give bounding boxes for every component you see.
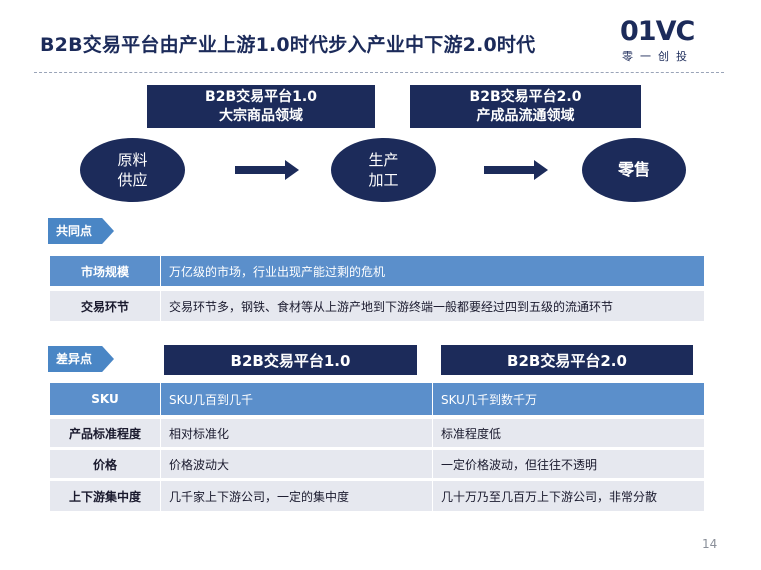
stage-2-line2: 加工: [368, 171, 399, 189]
diff-row-price: 价格 价格波动大 一定价格波动，但往往不透明: [50, 450, 704, 478]
row-value-2: 标准程度低: [432, 419, 704, 447]
row-value-2: SKU几千到数千万: [432, 383, 704, 415]
row-value: 交易环节多，钢铁、食材等从上游产地到下游终端一般都要经过四到五级的流通环节: [160, 291, 704, 321]
row-label: SKU: [91, 392, 119, 406]
row-value-1: 价格波动大: [160, 450, 432, 478]
arrow-right-icon: [235, 160, 299, 180]
era-2-title: B2B交易平台2.0: [469, 89, 582, 105]
row-label: 市场规模: [80, 264, 129, 279]
common-row-market-size: 市场规模 万亿级的市场，行业出现产能过剩的危机: [50, 256, 704, 286]
diff-row-standardization: 产品标准程度 相对标准化 标准程度低: [50, 419, 704, 447]
page-number: 14: [702, 537, 718, 551]
diff-row-sku: SKU SKU几百到几千 SKU几千到数千万: [50, 383, 704, 415]
column-header-platform-2: B2B交易平台2.0: [441, 345, 693, 375]
stage-3-line1: 零售: [617, 160, 650, 179]
common-row-trade-steps: 交易环节 交易环节多，钢铁、食材等从上游产地到下游终端一般都要经过四到五级的流通…: [50, 291, 704, 321]
row-label: 上下游集中度: [68, 489, 141, 504]
row-value-2: 几十万乃至几百万上下游公司，非常分散: [432, 481, 704, 511]
stage-production: 生产 加工: [331, 138, 436, 202]
era-1-title: B2B交易平台1.0: [205, 89, 317, 105]
era-box-1: B2B交易平台1.0 大宗商品领域: [147, 85, 375, 128]
stage-retail: 零售: [582, 138, 686, 202]
row-value-2: 一定价格波动，但往往不透明: [432, 450, 704, 478]
slide-title: B2B交易平台由产业上游1.0时代步入产业中下游2.0时代: [40, 34, 536, 56]
row-label: 价格: [92, 457, 117, 472]
stage-raw-supply: 原料 供应: [80, 138, 185, 202]
stage-1-line1: 原料: [117, 151, 148, 169]
title-divider: [34, 72, 724, 73]
column-header-platform-1: B2B交易平台1.0: [164, 345, 417, 375]
era-box-2: B2B交易平台2.0 产成品流通领域: [410, 85, 641, 128]
stage-2-line1: 生产: [368, 151, 399, 169]
differences-tag: 差异点: [48, 346, 114, 372]
row-label: 产品标准程度: [68, 426, 141, 441]
stage-1-line2: 供应: [117, 171, 148, 189]
row-value-1: 相对标准化: [160, 419, 432, 447]
row-value-1: 几千家上下游公司，一定的集中度: [160, 481, 432, 511]
row-value-1: SKU几百到几千: [160, 383, 432, 415]
row-value: 万亿级的市场，行业出现产能过剩的危机: [160, 256, 704, 286]
logo: 01VC 零一创投: [620, 16, 720, 66]
arrow-right-icon: [484, 160, 548, 180]
common-points-tag: 共同点: [48, 218, 114, 244]
row-label: 交易环节: [80, 299, 129, 314]
logo-subtitle: 零一创投: [622, 50, 694, 63]
logo-mark: 01VC: [620, 16, 695, 47]
era-1-subtitle: 大宗商品领域: [219, 108, 303, 124]
diff-row-concentration: 上下游集中度 几千家上下游公司，一定的集中度 几十万乃至几百万上下游公司，非常分…: [50, 481, 704, 511]
era-2-subtitle: 产成品流通领域: [476, 108, 575, 124]
